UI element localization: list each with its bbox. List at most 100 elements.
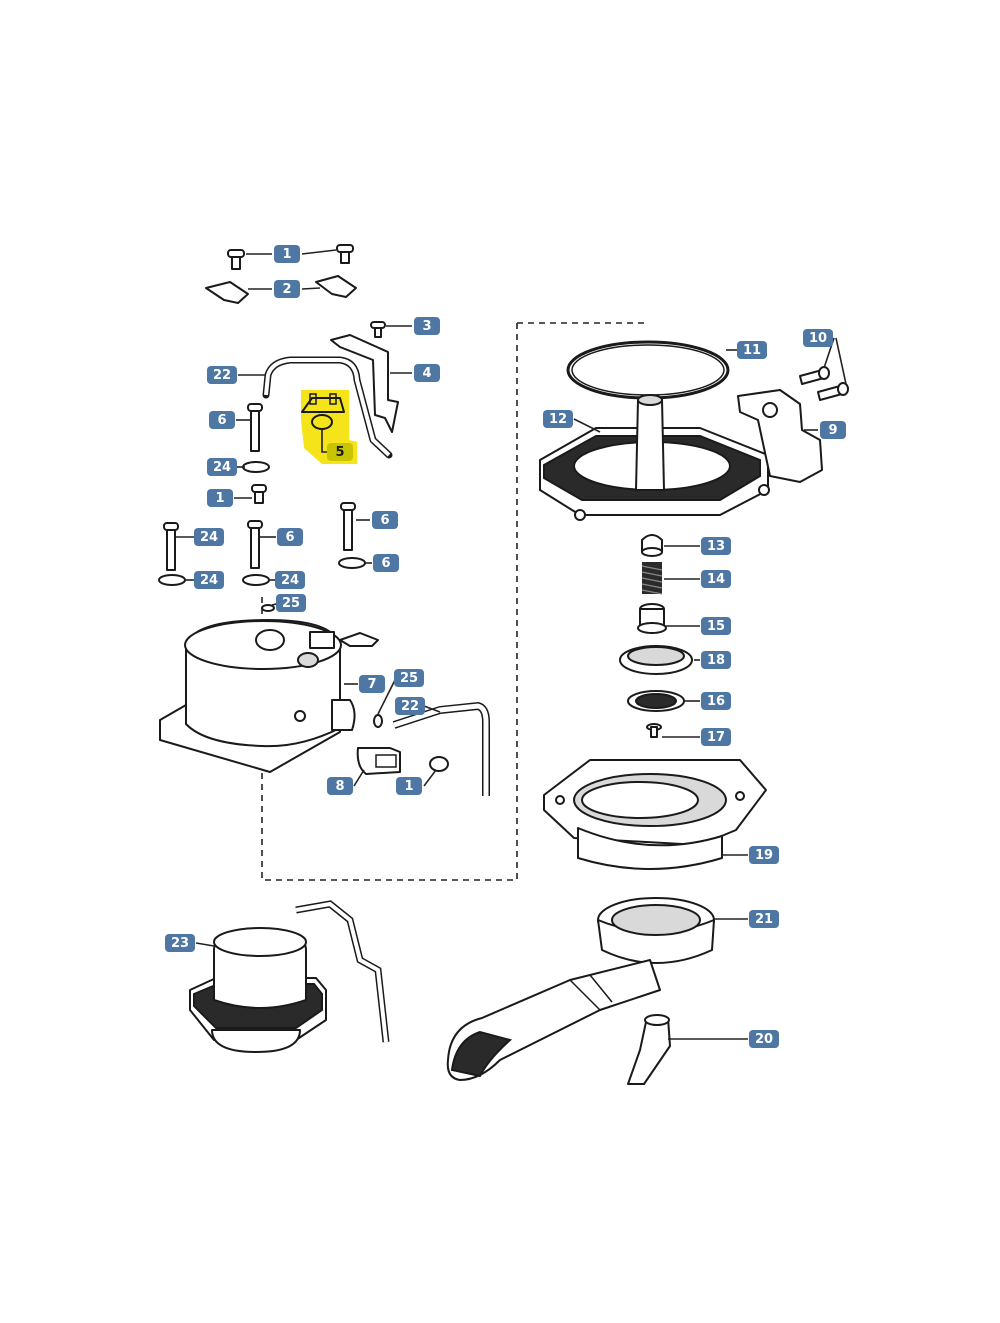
callout-25: 25 [276, 594, 306, 612]
callout-24: 24 [194, 571, 224, 589]
callout-number: 4 [422, 366, 431, 381]
callout-8: 8 [327, 777, 353, 795]
callout-badge [327, 443, 353, 461]
callout-badge [820, 421, 846, 439]
callout-number: 25 [400, 671, 418, 686]
callout-number: 3 [422, 319, 431, 334]
callout-9: 9 [820, 421, 846, 439]
callout-badge [277, 528, 303, 546]
part-13-valve [641, 534, 663, 557]
callout-badge [207, 366, 237, 384]
part-12-group-head [539, 394, 770, 521]
callout-7: 7 [359, 675, 385, 693]
callout-badge [274, 245, 300, 263]
callout-badge [701, 692, 731, 710]
callout-number: 6 [285, 530, 294, 545]
callout-number: 24 [281, 573, 299, 588]
callout-3: 3 [414, 317, 440, 335]
callout-1: 1 [396, 777, 422, 795]
callout-badge [373, 554, 399, 572]
callout-1: 1 [274, 245, 300, 263]
callout-number: 11 [743, 343, 761, 358]
callout-25: 25 [394, 669, 424, 687]
callout-badge [803, 329, 833, 347]
part-25-oring [261, 604, 275, 612]
callout-23: 23 [165, 934, 195, 952]
callout-18: 18 [701, 651, 731, 669]
callout-number: 12 [549, 412, 567, 427]
callout-badge [749, 846, 779, 864]
callout-badge [207, 458, 237, 476]
part-24-washers [158, 461, 366, 586]
callout-number: 24 [213, 460, 231, 475]
callout-number: 2 [282, 282, 291, 297]
callout-badge [372, 511, 398, 529]
callout-12: 12 [543, 410, 573, 428]
callout-number: 15 [707, 619, 725, 634]
callout-number: 22 [213, 368, 231, 383]
callout-6: 6 [372, 511, 398, 529]
callout-number: 23 [171, 936, 189, 951]
callout-badge [414, 317, 440, 335]
callout-badge [359, 675, 385, 693]
callout-badge [327, 777, 353, 795]
part-17-screw [646, 723, 662, 738]
callout-number: 5 [335, 445, 344, 460]
callout-number: 6 [380, 513, 389, 528]
part-1-screw-mid [251, 484, 267, 504]
callout-4: 4 [414, 364, 440, 382]
part-5-highlight [301, 390, 357, 464]
callout-number: 25 [282, 596, 300, 611]
callout-badge [701, 728, 731, 746]
callout-number: 17 [707, 730, 725, 745]
part-4-bracket [330, 334, 399, 433]
part-1-cap [429, 756, 449, 772]
callout-badge [749, 910, 779, 928]
callout-badge [543, 410, 573, 428]
callout-21: 21 [749, 910, 779, 928]
callout-number: 6 [381, 556, 390, 571]
callout-number: 19 [755, 848, 773, 863]
callout-badge [275, 571, 305, 589]
group-outline [261, 322, 648, 881]
part-6-screws [163, 403, 356, 571]
callout-badge [394, 669, 424, 687]
part-2-brackets [205, 275, 357, 304]
part-16-screen [627, 690, 685, 712]
callout-16: 16 [701, 692, 731, 710]
part-10-screws [799, 366, 849, 401]
callout-badge [194, 571, 224, 589]
callout-17: 17 [701, 728, 731, 746]
callout-2: 2 [274, 280, 300, 298]
portafilter-handle [446, 959, 661, 1081]
callout-badge [209, 411, 235, 429]
callout-number: 7 [367, 677, 376, 692]
callout-19: 19 [749, 846, 779, 864]
callout-badge [395, 697, 425, 715]
callout-number: 1 [404, 779, 413, 794]
callout-badge [274, 280, 300, 298]
callout-number: 16 [707, 694, 725, 709]
callout-24: 24 [194, 528, 224, 546]
callout-number: 1 [282, 247, 291, 262]
callout-badge [701, 570, 731, 588]
part-18-gasket [619, 645, 693, 675]
callout-14: 14 [701, 570, 731, 588]
callout-11: 11 [737, 341, 767, 359]
part-20-spout [627, 1014, 671, 1085]
part-1-screws-top [227, 244, 354, 270]
callout-number: 1 [215, 491, 224, 506]
callout-badge [701, 537, 731, 555]
callout-number: 14 [707, 572, 725, 587]
callout-number: 9 [828, 423, 837, 438]
callout-number: 22 [401, 699, 419, 714]
callout-number: 20 [755, 1032, 773, 1047]
callout-number: 10 [809, 331, 827, 346]
part-8-switch [356, 747, 401, 775]
callout-1: 1 [207, 489, 233, 507]
callout-badge [737, 341, 767, 359]
callout-24: 24 [207, 458, 237, 476]
callout-6: 6 [373, 554, 399, 572]
callout-badge [194, 528, 224, 546]
